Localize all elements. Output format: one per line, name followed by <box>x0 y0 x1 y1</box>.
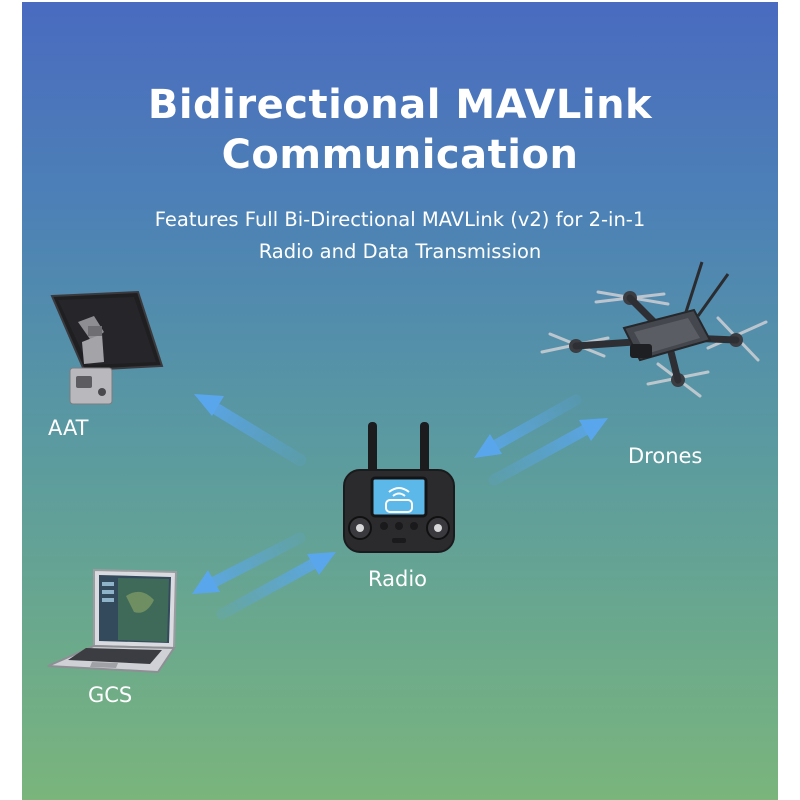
arrow-radio-to-drones <box>488 418 608 486</box>
arrow-radio-to-aat <box>194 394 306 466</box>
laptop-icon <box>47 568 178 674</box>
arrow-radio-to-gcs <box>192 532 306 594</box>
diagram-canvas: Bidirectional MAVLink Communication Feat… <box>22 2 778 800</box>
diagram-subtitle: Features Full Bi-Directional MAVLink (v2… <box>22 204 778 268</box>
arrow-drones-to-radio <box>474 394 582 458</box>
node-label-gcs: GCS <box>88 683 133 707</box>
subtitle-line-2: Radio and Data Transmission <box>258 240 542 263</box>
subtitle-line-1: Features Full Bi-Directional MAVLink (v2… <box>154 208 646 231</box>
arrow-gcs-to-radio <box>216 552 336 620</box>
title-line-2: Communication <box>221 132 579 178</box>
diagram-title: Bidirectional MAVLink Communication <box>22 80 778 180</box>
radio-controller-icon <box>343 422 455 553</box>
arrows-layer <box>192 394 608 620</box>
node-label-drones: Drones <box>628 444 703 468</box>
aat-tracker-icon <box>50 290 164 405</box>
title-line-1: Bidirectional MAVLink <box>147 82 653 128</box>
node-label-radio: Radio <box>368 567 428 591</box>
node-label-aat: AAT <box>48 416 89 440</box>
drone-icon <box>540 261 768 398</box>
